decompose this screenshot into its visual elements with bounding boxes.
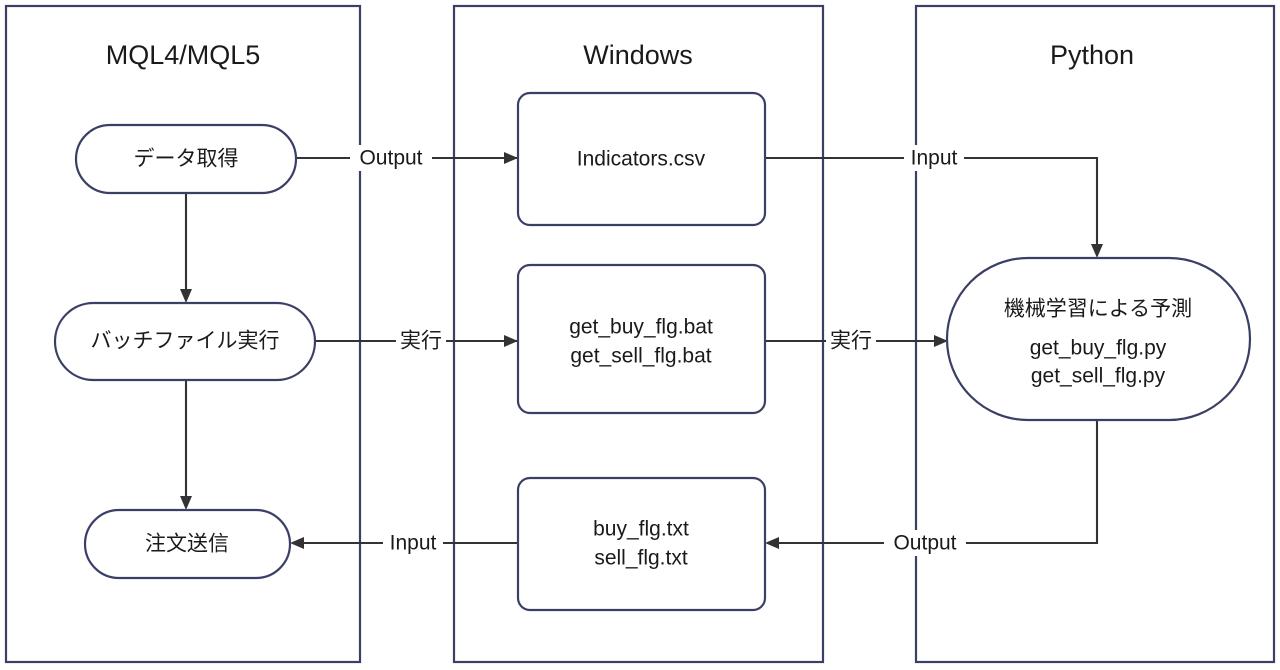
edge-input-bottom-arrowhead	[290, 537, 304, 549]
node-ml-predict-label-line3: get_sell_flg.py	[1031, 365, 1166, 388]
node-ml-predict[interactable]: 機械学習による予測 get_buy_flg.py get_sell_flg.py	[945, 256, 1252, 422]
edge-label-exec-right-bg	[826, 327, 876, 355]
edge-label-input-top-bg	[904, 145, 964, 171]
node-batch-exec[interactable]: バッチファイル実行	[53, 301, 317, 382]
node-ml-predict-label-line2: get_buy_flg.py	[1030, 337, 1167, 360]
edge-batch-to-order-arrowhead	[180, 496, 192, 510]
edge-label-output-bottom-bg	[884, 530, 966, 556]
edge-label-input-top-text: Input	[911, 147, 958, 170]
node-txt-files-label-line2: sell_flg.txt	[594, 547, 688, 570]
node-bat-files-shape	[516, 263, 767, 415]
edge-label-input-bottom-text: Input	[390, 532, 437, 555]
edge-label-exec-left: 実行	[396, 327, 446, 355]
node-order-send-label: 注文送信	[145, 533, 229, 556]
edge-label-output-top: Output	[350, 145, 432, 171]
edge-output-bottom-arrowhead	[765, 537, 779, 549]
edge-label-input-bottom-bg	[383, 530, 443, 556]
node-data-acquire-label: データ取得	[134, 148, 239, 171]
node-ml-predict-label-line1: 機械学習による予測	[1004, 298, 1192, 321]
edge-input-top-path	[765, 156, 1099, 252]
node-bat-files-label-line1: get_buy_flg.bat	[569, 316, 713, 339]
edge-input-top	[765, 156, 1103, 258]
edge-label-exec-left-bg	[396, 327, 446, 355]
node-txt-files[interactable]: buy_flg.txt sell_flg.txt	[516, 476, 767, 612]
node-indicators-csv-label: Indicators.csv	[577, 148, 706, 171]
edge-label-input-bottom: Input	[383, 530, 443, 556]
node-order-send-shape	[83, 508, 292, 580]
node-txt-files-label-line1: buy_flg.txt	[593, 518, 689, 541]
node-order-send[interactable]: 注文送信	[83, 508, 292, 580]
node-txt-files-shape	[516, 476, 767, 612]
edge-exec-left-arrowhead	[504, 335, 518, 347]
lane-python-title: Python	[1050, 40, 1134, 70]
node-ml-predict-shape	[945, 256, 1252, 422]
edge-label-exec-right-text: 実行	[830, 330, 872, 353]
node-indicators-csv[interactable]: Indicators.csv	[516, 91, 767, 227]
edge-label-exec-left-text: 実行	[400, 330, 442, 353]
node-bat-files-label-line2: get_sell_flg.bat	[570, 345, 711, 368]
lane-mql-title: MQL4/MQL5	[106, 40, 261, 70]
node-data-acquire[interactable]: データ取得	[74, 123, 298, 195]
edge-acquire-to-batch-arrowhead	[180, 289, 192, 303]
node-indicators-csv-shape	[516, 91, 767, 227]
node-data-acquire-shape	[74, 123, 298, 195]
edge-exec-right-arrowhead	[934, 335, 948, 347]
edge-label-exec-right: 実行	[826, 327, 876, 355]
node-batch-exec-shape	[53, 301, 317, 382]
edge-label-output-bottom-text: Output	[893, 532, 956, 555]
edge-label-output-top-bg	[350, 145, 432, 171]
edge-label-input-top: Input	[904, 145, 964, 171]
edge-label-output-top-text: Output	[359, 147, 422, 170]
edge-label-output-bottom: Output	[884, 530, 966, 556]
lane-windows-title: Windows	[583, 40, 693, 70]
node-batch-exec-label: バッチファイル実行	[91, 330, 280, 353]
edge-batch-to-order	[180, 380, 192, 510]
edge-acquire-to-batch	[180, 192, 192, 303]
edge-input-top-arrowhead	[1091, 244, 1103, 258]
edge-output-top-arrowhead	[504, 152, 518, 164]
node-bat-files[interactable]: get_buy_flg.bat get_sell_flg.bat	[516, 263, 767, 415]
